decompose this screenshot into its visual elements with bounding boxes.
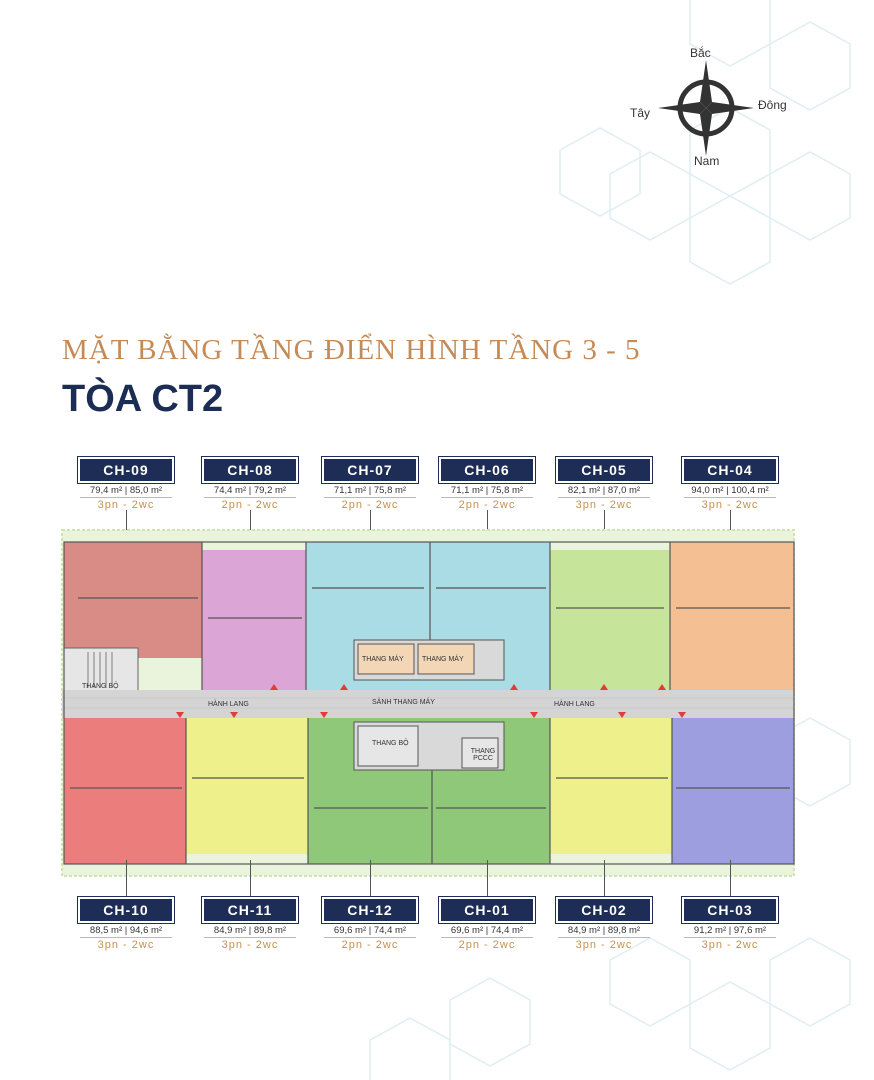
unit-rooms: 3pn - 2wc xyxy=(575,499,633,511)
unit-rooms: 3pn - 2wc xyxy=(701,939,759,951)
stair-left-label: THANG BỘ xyxy=(82,683,119,690)
unit-card-ch09[interactable]: CH-09 79,4 m² | 85,0 m² 3pn - 2wc xyxy=(77,456,175,512)
elevator-1-label: THANG MÁY xyxy=(362,656,404,663)
unit-code: CH-03 xyxy=(681,896,779,924)
corridor-left-label: HÀNH LANG xyxy=(208,701,249,708)
lobby-label: SẢNH THANG MÁY xyxy=(372,699,435,706)
unit-code: CH-08 xyxy=(201,456,299,484)
apartment-ch11 xyxy=(186,718,308,854)
corridor-right-label: HÀNH LANG xyxy=(554,701,595,708)
unit-area: 71,1 m² | 75,8 m² xyxy=(324,484,416,498)
unit-card-ch12[interactable]: CH-12 69,6 m² | 74,4 m² 2pn - 2wc xyxy=(321,896,419,952)
stair-center-label: THANG BỘ xyxy=(372,740,409,747)
fire-stair xyxy=(461,737,499,769)
unit-code: CH-04 xyxy=(681,456,779,484)
unit-rooms: 3pn - 2wc xyxy=(701,499,759,511)
unit-area: 79,4 m² | 85,0 m² xyxy=(80,484,172,498)
unit-card-ch03[interactable]: CH-03 91,2 m² | 97,6 m² 3pn - 2wc xyxy=(681,896,779,952)
unit-code: CH-11 xyxy=(201,896,299,924)
leader-line xyxy=(370,860,371,898)
floor-plan-title: MẶT BẰNG TẦNG ĐIỂN HÌNH TẦNG 3 - 5 xyxy=(62,334,641,366)
leader-line xyxy=(604,860,605,898)
unit-area: 74,4 m² | 79,2 m² xyxy=(204,484,296,498)
stair-left xyxy=(63,647,139,693)
compass-rose: Bắc Đông Nam Tây xyxy=(626,44,806,174)
compass-west-label: Tây xyxy=(630,106,651,120)
unit-code: CH-05 xyxy=(555,456,653,484)
corridor xyxy=(62,690,794,718)
unit-area: 91,2 m² | 97,6 m² xyxy=(684,924,776,938)
leader-line xyxy=(730,860,731,898)
unit-card-ch10[interactable]: CH-10 88,5 m² | 94,6 m² 3pn - 2wc xyxy=(77,896,175,952)
unit-code: CH-12 xyxy=(321,896,419,924)
building-name: TÒA CT2 xyxy=(62,378,224,420)
unit-code: CH-06 xyxy=(438,456,536,484)
apartment-ch05 xyxy=(550,550,670,690)
stair-center xyxy=(357,725,419,767)
leader-line xyxy=(487,860,488,898)
elevator-2 xyxy=(417,643,475,675)
unit-area: 88,5 m² | 94,6 m² xyxy=(80,924,172,938)
unit-rooms: 3pn - 2wc xyxy=(221,939,279,951)
unit-area: 71,1 m² | 75,8 m² xyxy=(441,484,533,498)
unit-rooms: 2pn - 2wc xyxy=(458,939,516,951)
unit-rooms: 3pn - 2wc xyxy=(97,939,155,951)
compass-icon xyxy=(658,60,754,156)
unit-code: CH-10 xyxy=(77,896,175,924)
unit-rooms: 2pn - 2wc xyxy=(221,499,279,511)
unit-rooms: 3pn - 2wc xyxy=(575,939,633,951)
unit-code: CH-07 xyxy=(321,456,419,484)
unit-card-ch07[interactable]: CH-07 71,1 m² | 75,8 m² 2pn - 2wc xyxy=(321,456,419,512)
elevator-1 xyxy=(357,643,415,675)
unit-rooms: 2pn - 2wc xyxy=(341,939,399,951)
unit-card-ch04[interactable]: CH-04 94,0 m² | 100,4 m² 3pn - 2wc xyxy=(681,456,779,512)
leader-line xyxy=(126,860,127,898)
unit-area: 84,9 m² | 89,8 m² xyxy=(558,924,650,938)
unit-card-ch01[interactable]: CH-01 69,6 m² | 74,4 m² 2pn - 2wc xyxy=(438,896,536,952)
unit-rooms: 3pn - 2wc xyxy=(97,499,155,511)
elevator-2-label: THANG MÁY xyxy=(422,656,464,663)
unit-card-ch11[interactable]: CH-11 84,9 m² | 89,8 m² 3pn - 2wc xyxy=(201,896,299,952)
unit-card-ch02[interactable]: CH-02 84,9 m² | 89,8 m² 3pn - 2wc xyxy=(555,896,653,952)
apartment-ch10 xyxy=(64,718,186,864)
apartment-ch02 xyxy=(550,718,672,854)
unit-area: 69,6 m² | 74,4 m² xyxy=(324,924,416,938)
compass-east-label: Đông xyxy=(758,98,787,112)
unit-rooms: 2pn - 2wc xyxy=(458,499,516,511)
compass-north-label: Bắc xyxy=(690,46,711,60)
unit-area: 69,6 m² | 74,4 m² xyxy=(441,924,533,938)
apartment-ch08 xyxy=(202,550,306,690)
unit-code: CH-02 xyxy=(555,896,653,924)
unit-code: CH-09 xyxy=(77,456,175,484)
unit-card-ch06[interactable]: CH-06 71,1 m² | 75,8 m² 2pn - 2wc xyxy=(438,456,536,512)
fire-stair-label: THANG PCCC xyxy=(470,748,496,762)
unit-rooms: 2pn - 2wc xyxy=(341,499,399,511)
unit-card-ch08[interactable]: CH-08 74,4 m² | 79,2 m² 2pn - 2wc xyxy=(201,456,299,512)
compass-south-label: Nam xyxy=(694,154,720,168)
apartment-ch04 xyxy=(670,542,794,690)
unit-card-ch05[interactable]: CH-05 82,1 m² | 87,0 m² 3pn - 2wc xyxy=(555,456,653,512)
leader-line xyxy=(250,860,251,898)
apartment-ch09 xyxy=(64,542,202,658)
floor-plan xyxy=(61,529,795,877)
unit-area: 94,0 m² | 100,4 m² xyxy=(684,484,776,498)
unit-code: CH-01 xyxy=(438,896,536,924)
unit-area: 82,1 m² | 87,0 m² xyxy=(558,484,650,498)
apartment-ch03 xyxy=(672,718,794,864)
unit-area: 84,9 m² | 89,8 m² xyxy=(204,924,296,938)
